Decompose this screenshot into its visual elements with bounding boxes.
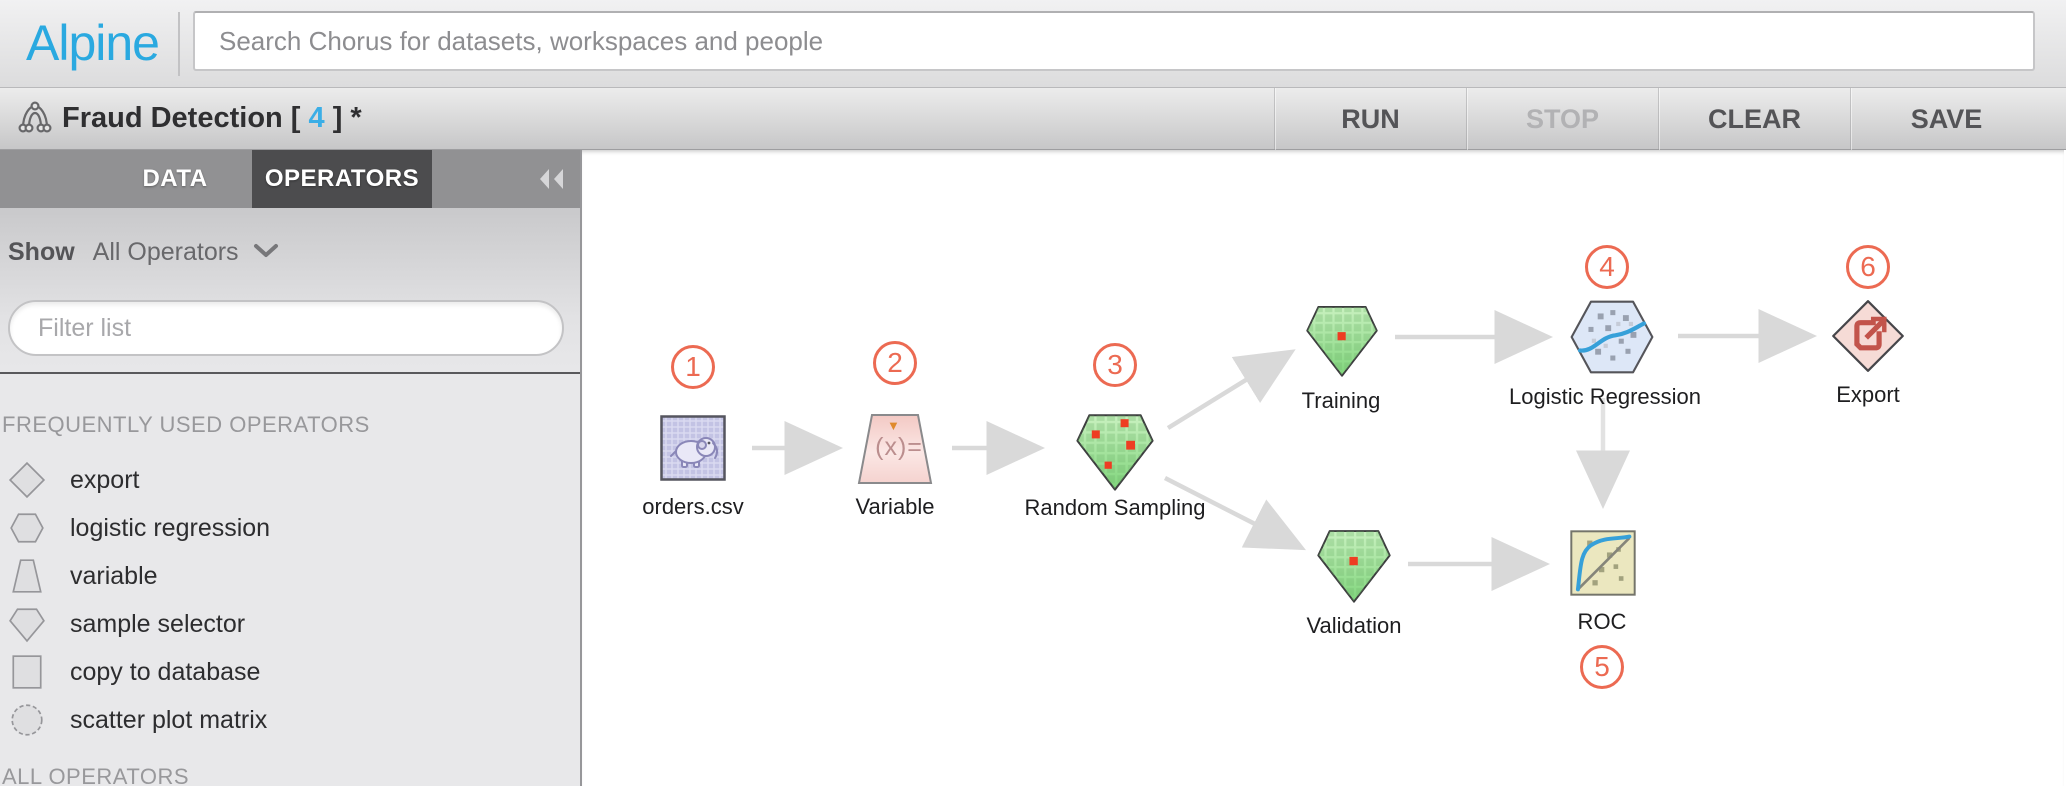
show-filter-dropdown[interactable]: Show All Operators [8,238,279,267]
operator-item-label: scatter plot matrix [70,705,268,734]
workflow-actions: RUN STOP CLEAR SAVE [1274,88,2042,150]
diamond-shape-icon [8,461,46,499]
operator-item-export[interactable]: export [8,456,270,504]
step-badge-2: 2 [873,341,917,385]
workflow-canvas[interactable]: 1 [582,150,2064,786]
variable-trapezoid-icon[interactable] [855,413,935,490]
node-label-logistic-regression: Logistic Regression [1509,384,1701,409]
top-bar: Alpine [0,0,2066,88]
sidebar-divider [0,372,580,374]
run-button[interactable]: RUN [1274,88,1466,150]
kite-shape-icon [8,605,46,643]
node-label-training: Training [1301,388,1381,413]
roc-chart-icon[interactable] [1570,530,1636,601]
chevron-down-icon [253,238,279,267]
training-kite-icon[interactable] [1305,303,1379,384]
workflow-open-count: 4 [308,102,325,134]
workflow-title-text: Fraud Detection [ [62,102,309,134]
operator-item-variable[interactable]: variable [8,552,270,600]
variable-caret-icon: ▼ [887,418,900,433]
validation-kite-icon[interactable] [1315,528,1393,609]
save-button[interactable]: SAVE [1850,88,2042,150]
variable-glyph: (x)= [875,433,923,461]
step-badge-6: 6 [1846,245,1890,289]
tab-data[interactable]: DATA [142,165,208,192]
filter-list-input[interactable] [8,300,564,356]
node-label-orders-csv: orders.csv [642,494,744,519]
node-label-random-sampling: Random Sampling [1024,495,1206,520]
search-input[interactable] [193,11,2035,71]
clear-button[interactable]: CLEAR [1658,88,1850,150]
operator-item-scatter-plot-matrix[interactable]: scatter plot matrix [8,696,270,744]
operators-sidebar: DATA OPERATORS Show All Operators [0,150,582,786]
workflow-bar: Fraud Detection [ 4 ] * RUN STOP CLEAR S… [0,88,2066,150]
workflow-title: Fraud Detection [ 4 ] * [62,102,362,135]
random-sampling-kite-icon[interactable] [1072,412,1158,497]
hexagon-shape-icon [8,509,46,547]
logistic-regression-hexagon-icon[interactable] [1569,300,1655,379]
operator-item-label: variable [70,561,158,590]
node-label-export: Export [1836,382,1900,407]
square-shape-icon [8,653,46,691]
step-badge-4: 4 [1585,245,1629,289]
operator-item-label: export [70,465,140,494]
show-selected-value: All Operators [92,238,239,266]
node-label-variable: Variable [855,494,935,519]
workflow-graph-icon [16,100,54,143]
operator-item-copy-to-database[interactable]: copy to database [8,648,270,696]
all-operators-header: ALL OPERATORS [2,764,190,786]
frequently-used-operators-header: FREQUENTLY USED OPERATORS [2,412,370,437]
step-badge-1: 1 [671,345,715,389]
trapezoid-shape-icon [8,557,46,595]
main-area: DATA OPERATORS Show All Operators [0,150,2066,786]
sidebar-tab-bar: DATA OPERATORS [0,150,580,208]
node-label-validation: Validation [1306,613,1402,638]
collapse-sidebar-icon[interactable] [534,165,570,193]
workflow-title-suffix: ] * [324,102,362,134]
show-label: Show [8,238,75,266]
workflow-edges [752,309,1817,591]
csv-dataset-elephant-icon[interactable] [660,415,726,486]
step-badge-5: 5 [1580,645,1624,689]
stop-button[interactable]: STOP [1466,88,1658,150]
logo-divider [178,12,180,76]
frequently-used-operators-list: export logistic regression variable [8,456,270,744]
operator-item-sample-selector[interactable]: sample selector [8,600,270,648]
operator-item-label: logistic regression [70,513,271,542]
operator-item-logistic-regression[interactable]: logistic regression [8,504,270,552]
node-label-roc: ROC [1577,609,1627,634]
step-badge-3: 3 [1093,343,1137,387]
operator-item-label: sample selector [70,609,246,638]
export-diamond-icon[interactable] [1831,299,1905,378]
circle-shape-icon [8,701,46,739]
alpine-logo[interactable]: Alpine [26,15,160,71]
tab-operators[interactable]: OPERATORS [252,150,432,208]
operator-item-label: copy to database [70,657,261,686]
sidebar-content: Show All Operators FREQUENTLY USED OPERA… [0,208,580,786]
